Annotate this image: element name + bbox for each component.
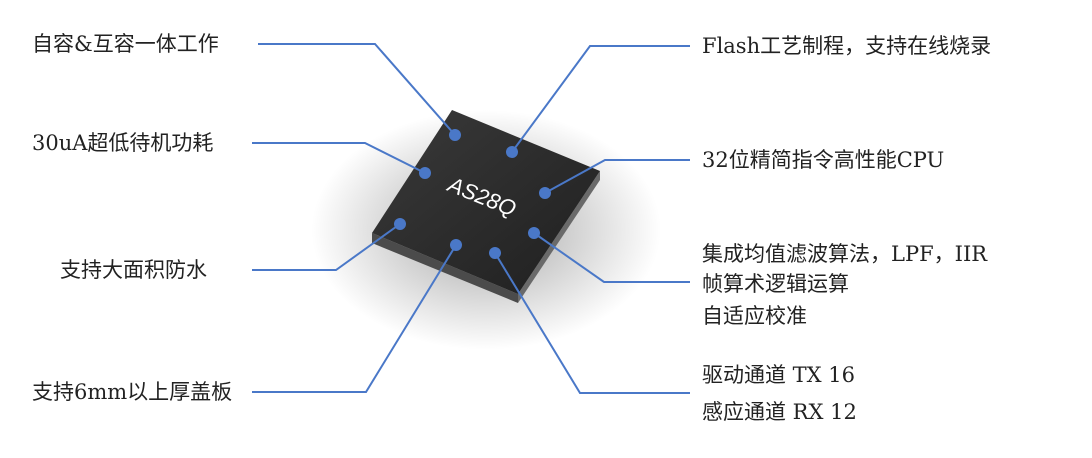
pin-dot xyxy=(506,146,518,158)
feature-label-standby: 30uA超低待机功耗 xyxy=(32,131,214,155)
chip-top xyxy=(372,110,600,294)
chip-side-right xyxy=(518,171,600,303)
pin-dot xyxy=(539,187,551,199)
chip: AS28Q xyxy=(372,110,600,303)
pin-dot xyxy=(419,167,431,179)
pin-dot xyxy=(449,129,461,141)
leader-line-channels xyxy=(494,252,690,394)
feature-label-algorithm-3: 自适应校准 xyxy=(702,304,807,328)
leader-line-thick-cover xyxy=(252,244,457,393)
feature-label-tx: 驱动通道 TX 16 xyxy=(702,363,856,387)
pin-dot xyxy=(450,239,462,251)
leader-line-flash xyxy=(511,45,690,153)
leader-line-algorithm xyxy=(533,232,690,283)
leader-line-waterproof xyxy=(252,223,401,271)
feature-label-flash: Flash工艺制程，支持在线烧录 xyxy=(702,34,992,58)
leader-line-standby xyxy=(252,142,426,174)
feature-label-rx: 感应通道 RX 12 xyxy=(702,400,857,424)
feature-label-algorithm-1: 集成均值滤波算法，LPF，IIR xyxy=(702,242,988,266)
feature-label-mode: 自容&互容一体工作 xyxy=(32,32,219,56)
pin-dot xyxy=(528,227,540,239)
feature-label-cpu: 32位精简指令高性能CPU xyxy=(702,148,945,172)
leader-line-cpu xyxy=(544,159,690,194)
feature-label-algorithm-2: 帧算术逻辑运算 xyxy=(702,272,849,296)
pin-dots xyxy=(394,129,551,259)
pin-dot xyxy=(394,218,406,230)
chip-side-left xyxy=(372,233,518,303)
feature-label-waterproof: 支持大面积防水 xyxy=(60,258,207,282)
leader-line-mode xyxy=(258,43,456,136)
pin-dot xyxy=(489,247,501,259)
leader-lines xyxy=(252,43,690,394)
feature-label-thick-cover: 支持6mm以上厚盖板 xyxy=(32,380,233,404)
